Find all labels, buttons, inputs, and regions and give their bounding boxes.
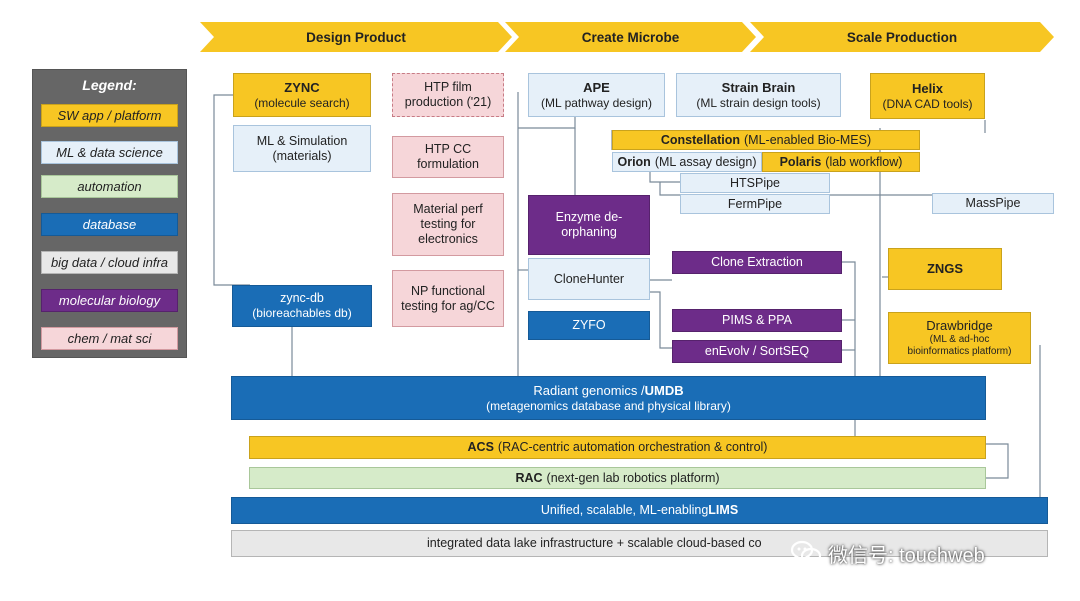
legend-item-sw-app: SW app / platform <box>41 104 178 127</box>
box-clone-extraction: Clone Extraction <box>672 251 842 274</box>
box-enzyme-line2: orphaning <box>561 225 617 239</box>
box-strain-brain-sub: (ML strain design tools) <box>696 95 821 110</box>
box-zync: ZYNC (molecule search) <box>233 73 371 117</box>
watermark-text: 微信号: touchweb <box>828 544 985 567</box>
lane-label-create: Create Microbe <box>581 29 680 45</box>
bar-lims-prefix: Unified, scalable, ML-enabling <box>540 503 709 517</box>
legend-item-database: database <box>41 213 178 236</box>
box-zngs: ZNGS <box>888 248 1002 290</box>
bar-umdb-name: UMDB <box>644 383 684 398</box>
box-material-perf-line3: electronics <box>418 232 478 246</box>
box-enevolv-sortseq: enEvolv / SortSEQ <box>672 340 842 363</box>
box-drawbridge-line2: bioinformatics platform) <box>907 345 1012 357</box>
box-material-perf-line2: testing for <box>420 217 476 231</box>
legend-item-molecular-biology: molecular biology <box>41 289 178 312</box>
box-np-functional: NP functional testing for ag/CC <box>392 270 504 327</box>
box-np-functional-line2: testing for ag/CC <box>401 298 495 313</box>
wechat-watermark: 微信号: touchweb <box>790 536 1055 570</box>
box-helix-sub: (DNA CAD tools) <box>882 96 973 111</box>
box-fermpipe: FermPipe <box>680 194 830 214</box>
box-masspipe: MassPipe <box>932 193 1054 214</box>
box-clonehunter: CloneHunter <box>528 258 650 300</box>
box-zngs-title: ZNGS <box>926 261 964 277</box>
box-drawbridge-line1: (ML & ad-hoc <box>929 333 990 345</box>
wechat-icon <box>790 540 822 565</box>
bar-umdb-sub: (metagenomics database and physical libr… <box>486 398 731 413</box>
box-zyfo: ZYFO <box>528 311 650 340</box>
bar-umdb: Radiant genomics / UMDB (metagenomics da… <box>231 376 986 420</box>
box-np-functional-line1: NP functional <box>410 283 486 298</box>
box-htp-film-line2: production ('21) <box>404 95 492 109</box>
box-htp-cc: HTP CC formulation <box>392 136 504 178</box>
legend-item-big-data: big data / cloud infra <box>41 251 178 274</box>
box-orion-name: Orion <box>617 154 651 169</box>
box-strain-brain-title: Strain Brain <box>721 80 796 95</box>
legend-item-automation: automation <box>41 175 178 198</box>
box-ape-sub: (ML pathway design) <box>541 95 652 110</box>
box-ml-simulation: ML & Simulation (materials) <box>233 125 371 172</box>
bar-rac: RAC (next-gen lab robotics platform) <box>249 467 986 489</box>
box-htp-cc-line1: HTP CC <box>424 142 472 156</box>
box-polaris: Polaris (lab workflow) <box>762 152 920 172</box>
box-zync-title: ZYNC <box>284 80 320 95</box>
box-htp-cc-line2: formulation <box>417 157 479 171</box>
legend-title: Legend: <box>82 77 137 93</box>
bar-acs: ACS (RAC-centric automation orchestratio… <box>249 436 986 459</box>
legend-item-chem-mat-sci: chem / mat sci <box>41 327 178 350</box>
bar-lims: Unified, scalable, ML-enabling LIMS <box>231 497 1048 524</box>
box-constellation: Constellation (ML-enabled Bio-MES) <box>612 130 920 150</box>
box-strain-brain: Strain Brain (ML strain design tools) <box>676 73 841 117</box>
legend-item-ml-data-science: ML & data science <box>41 141 178 164</box>
box-pims-ppa: PIMS & PPA <box>672 309 842 332</box>
box-htspipe: HTSPipe <box>680 173 830 193</box>
box-enzyme-line1: Enzyme de- <box>555 210 623 224</box>
box-material-perf: Material perf testing for electronics <box>392 193 504 256</box>
box-zync-db: zync-db (bioreachables db) <box>232 285 372 327</box>
bar-umdb-prefix: Radiant genomics / <box>533 383 645 398</box>
box-constellation-name: Constellation <box>660 132 741 147</box>
box-polaris-desc: (lab workflow) <box>825 154 903 169</box>
box-ml-simulation-sub: (materials) <box>272 148 332 163</box>
bar-lims-name: LIMS <box>708 503 739 517</box>
box-zync-sub: (molecule search) <box>254 95 350 110</box>
bar-acs-name: ACS <box>467 440 494 454</box>
bar-rac-name: RAC <box>515 470 543 485</box>
box-drawbridge-title: Drawbridge <box>926 318 993 334</box>
box-drawbridge: Drawbridge (ML & ad-hoc bioinformatics p… <box>888 312 1031 364</box>
box-htp-film-line1: HTP film <box>424 80 472 94</box>
box-helix: Helix (DNA CAD tools) <box>870 73 985 119</box>
box-material-perf-line1: Material perf <box>413 202 483 216</box>
box-orion-desc: (ML assay design) <box>654 154 757 169</box>
bar-acs-desc: (RAC-centric automation orchestration & … <box>497 440 768 454</box>
lane-label-scale: Scale Production <box>846 29 958 45</box>
box-constellation-desc: (ML-enabled Bio-MES) <box>744 132 872 147</box>
box-ape: APE (ML pathway design) <box>528 73 665 117</box>
bar-rac-desc: (next-gen lab robotics platform) <box>546 470 720 485</box>
lane-label-design: Design Product <box>306 29 406 45</box>
box-zync-db-sub: (bioreachables db) <box>252 306 352 321</box>
box-helix-title: Helix <box>911 81 944 96</box>
box-ape-title: APE <box>583 80 610 95</box>
bar-data-lake: integrated data lake infrastructure + sc… <box>231 530 1048 557</box>
box-enzyme-deorphaning: Enzyme de- orphaning <box>528 195 650 255</box>
box-htp-film: HTP film production ('21) <box>392 73 504 117</box>
box-polaris-name: Polaris <box>779 154 822 169</box>
box-orion: Orion (ML assay design) <box>612 152 762 172</box>
box-ml-simulation-title: ML & Simulation <box>256 133 348 148</box>
box-zync-db-title: zync-db <box>280 291 324 306</box>
